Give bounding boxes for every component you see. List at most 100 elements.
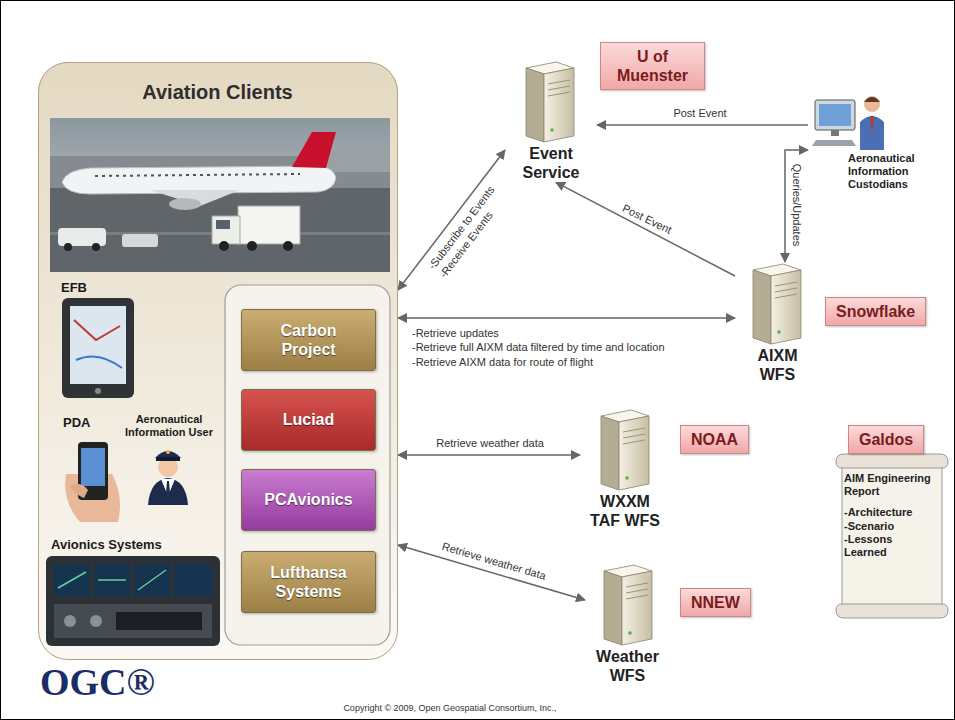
monitor	[815, 100, 855, 130]
avionics-lower	[54, 604, 212, 638]
keyboard	[812, 140, 856, 146]
photo-wheel	[219, 241, 229, 251]
custodian-workstation-icon	[812, 96, 884, 150]
scroll-body	[842, 462, 942, 610]
label-line: Post Event	[620, 201, 674, 237]
node-text: Galdos	[859, 430, 913, 449]
label-line: -Retrieve full AIXM data filtered by tim…	[412, 340, 665, 354]
label-line: Queries/Updates	[790, 164, 804, 247]
efb-button	[95, 388, 101, 394]
photo-truck-box	[238, 206, 300, 244]
server-icon	[604, 565, 652, 645]
edge-label: Queries/Updates	[790, 164, 804, 247]
node-text: -Lessons Learned	[844, 533, 936, 559]
pilot-icon	[148, 450, 188, 505]
person-body	[860, 116, 884, 150]
photo-truck-window	[216, 220, 230, 229]
node-text: Aeronautical Information User	[116, 413, 222, 439]
node-text: Snowflake	[836, 302, 915, 321]
node-text: -Architecture	[844, 506, 936, 519]
edge-label: Post Event	[673, 106, 726, 120]
photo-truck-cab	[212, 216, 240, 244]
photo-car	[122, 234, 158, 247]
node-text: NOAA	[691, 430, 738, 449]
photo-jet-bridge	[322, 150, 390, 172]
avionics-trace	[58, 570, 166, 590]
node-text: Event Service	[511, 144, 591, 182]
connector	[398, 317, 735, 319]
efb-device	[62, 298, 134, 398]
person-head	[864, 96, 880, 112]
avionics-panel	[46, 556, 220, 646]
pda-screen	[81, 448, 105, 486]
node-text: -Scenario	[844, 520, 936, 533]
report-scroll	[836, 454, 948, 618]
vendor-box: PCAvionics	[241, 469, 376, 531]
efb-screen	[70, 306, 126, 384]
vendor-group-outline	[225, 285, 390, 645]
node-text: WXXM TAF WFS	[588, 492, 663, 530]
label-line: Retrieve weather data	[440, 539, 547, 583]
node-text: PDA	[63, 415, 90, 430]
scroll-bottom-curl	[836, 604, 948, 618]
pilot-badge	[166, 450, 170, 454]
server-icon	[601, 410, 649, 490]
efb-route	[74, 320, 120, 340]
copyright-note: Copyright © 2009, Open Geospatial Consor…	[343, 703, 556, 713]
edge-label: Post Event	[620, 201, 674, 237]
efb-body	[62, 298, 134, 398]
logo-text: OGC®	[40, 660, 155, 704]
organization-tag: NOAA	[680, 425, 749, 454]
node-text: Luciad	[283, 410, 335, 429]
node-text: EFB	[61, 280, 87, 295]
photo-wheel	[247, 241, 257, 251]
airport-photo	[50, 118, 390, 272]
monitor-screen	[819, 104, 851, 126]
label-line: Post Event	[673, 106, 726, 120]
connector	[398, 454, 580, 456]
label-line: -Retrieve updates	[412, 326, 665, 340]
node-text: Aviation Clients	[39, 81, 396, 104]
avionics-screen	[174, 564, 212, 596]
pda-thumb	[70, 484, 88, 498]
server-icon	[753, 264, 801, 344]
node-text: Carbon Project	[259, 321, 359, 359]
node-text: NNEW	[691, 593, 740, 612]
node-text: Avionics Systems	[51, 537, 162, 552]
connector	[597, 124, 808, 126]
organization-tag: NNEW	[680, 588, 751, 617]
server-node: AIXM WFS	[735, 262, 820, 384]
connector	[785, 150, 808, 262]
pda-device	[65, 442, 120, 522]
vendor-box: Carbon Project	[241, 309, 376, 371]
photo-van	[58, 228, 106, 246]
node-text: Weather WFS	[593, 647, 663, 685]
user-workstation: Aeronautical Information Custodians	[808, 90, 938, 192]
server-icon	[526, 62, 574, 142]
pilot-tie	[166, 481, 170, 497]
photo-sky	[50, 118, 390, 272]
connector	[556, 182, 735, 276]
server-node: Event Service	[505, 60, 597, 182]
pilot-visor	[156, 457, 180, 461]
node-text: PCAvionics	[264, 490, 352, 509]
node-text: Aeronautical Information Custodians	[848, 152, 936, 192]
pilot-shirt	[161, 479, 175, 496]
scroll-top-curl	[836, 454, 948, 468]
organization-tag: U of Muenster	[600, 42, 705, 90]
pilot-cap	[155, 451, 181, 458]
monitor-stand	[831, 130, 839, 136]
node-text: U of Muenster	[611, 47, 694, 85]
label-line: Retrieve weather data	[436, 436, 544, 450]
photo-tarmac	[50, 188, 390, 272]
avionics-knob	[90, 615, 102, 627]
client-group-box: Aviation ClientsEFB PDA Aeronautical Infor…	[38, 62, 398, 660]
vendor-box: Luciad	[241, 389, 376, 451]
server-node: Weather WFS	[585, 563, 670, 685]
edge-label: -Subscribe to Events -Receive Events	[425, 183, 509, 281]
edge-label: -Retrieve updates -Retrieve full AIXM da…	[412, 326, 665, 369]
person-tie	[870, 116, 874, 134]
edge-label: Retrieve weather data	[440, 539, 547, 583]
